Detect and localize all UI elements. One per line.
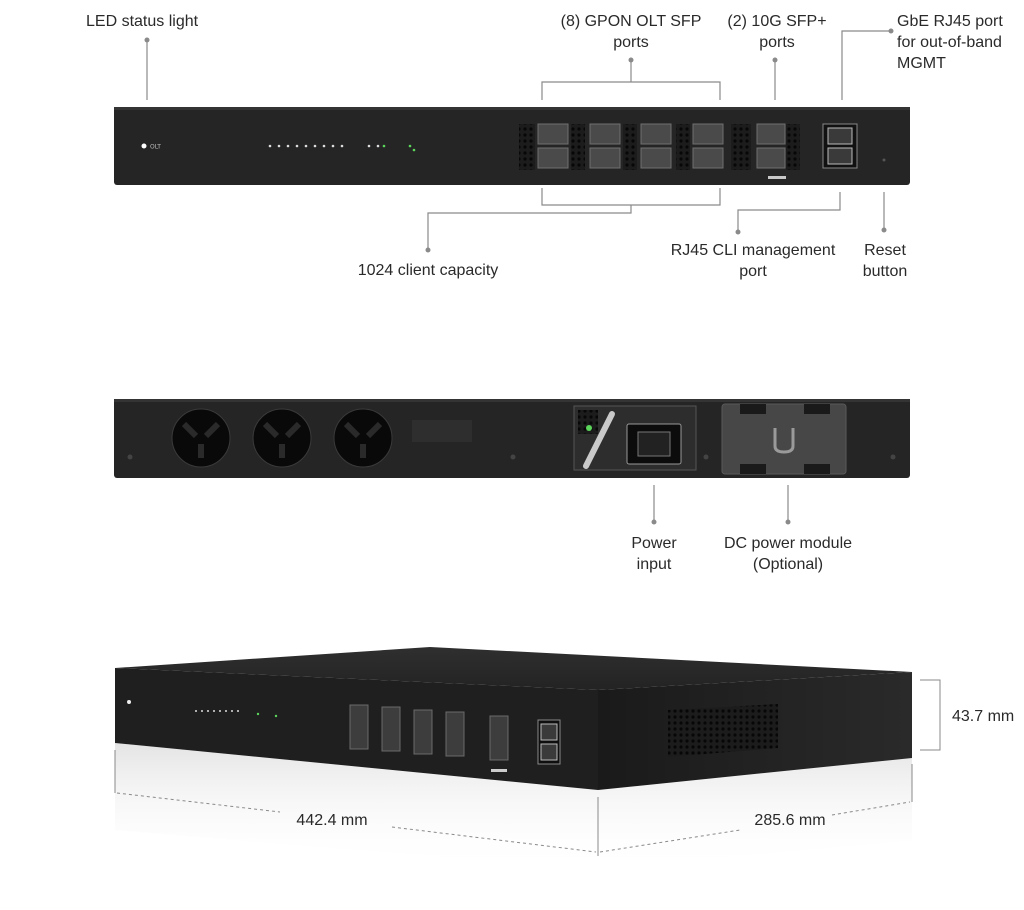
label-mgmt-port: GbE RJ45 port for out-of-band MGMT — [897, 13, 1003, 72]
gpon-sfp-ports — [537, 123, 724, 169]
front-leader-lines — [146, 30, 891, 250]
label-cli-port: RJ45 CLI management port — [670, 242, 836, 280]
dimension-depth: 285.6 mm — [754, 812, 826, 829]
led-status-icon — [141, 143, 147, 149]
device-marking: OLT — [150, 144, 161, 151]
rear-leader-lines — [653, 485, 789, 522]
dimension-width: 442.4 mm — [296, 812, 368, 829]
reset-button-icon — [882, 158, 886, 162]
label-power-input: Power input — [631, 535, 677, 573]
rear-view-chassis — [114, 399, 910, 478]
dimension-lines — [114, 679, 941, 856]
label-led-status: LED status light — [86, 13, 199, 30]
sfp-plus-ports — [756, 123, 786, 169]
power-input-socket — [573, 405, 697, 471]
label-client-capacity: 1024 client capacity — [357, 262, 499, 279]
label-reset-button: Reset button — [862, 242, 908, 280]
port-status-leds — [268, 144, 416, 152]
dimension-height: 43.7 mm — [952, 708, 1015, 725]
vent-grille — [519, 124, 535, 170]
dc-power-module — [721, 403, 847, 475]
label-dc-module: DC power module (Optional) — [723, 535, 853, 573]
fan-icon — [171, 408, 393, 468]
brand-logo-icon — [773, 428, 795, 454]
perspective-view-chassis — [115, 647, 912, 870]
rj45-ports — [822, 123, 858, 169]
label-gpon-ports: (8) GPON OLT SFP ports — [560, 13, 702, 51]
front-view-chassis: OLT — [114, 107, 910, 185]
label-sfp-plus-ports: (2) 10G SFP+ ports — [727, 13, 827, 51]
